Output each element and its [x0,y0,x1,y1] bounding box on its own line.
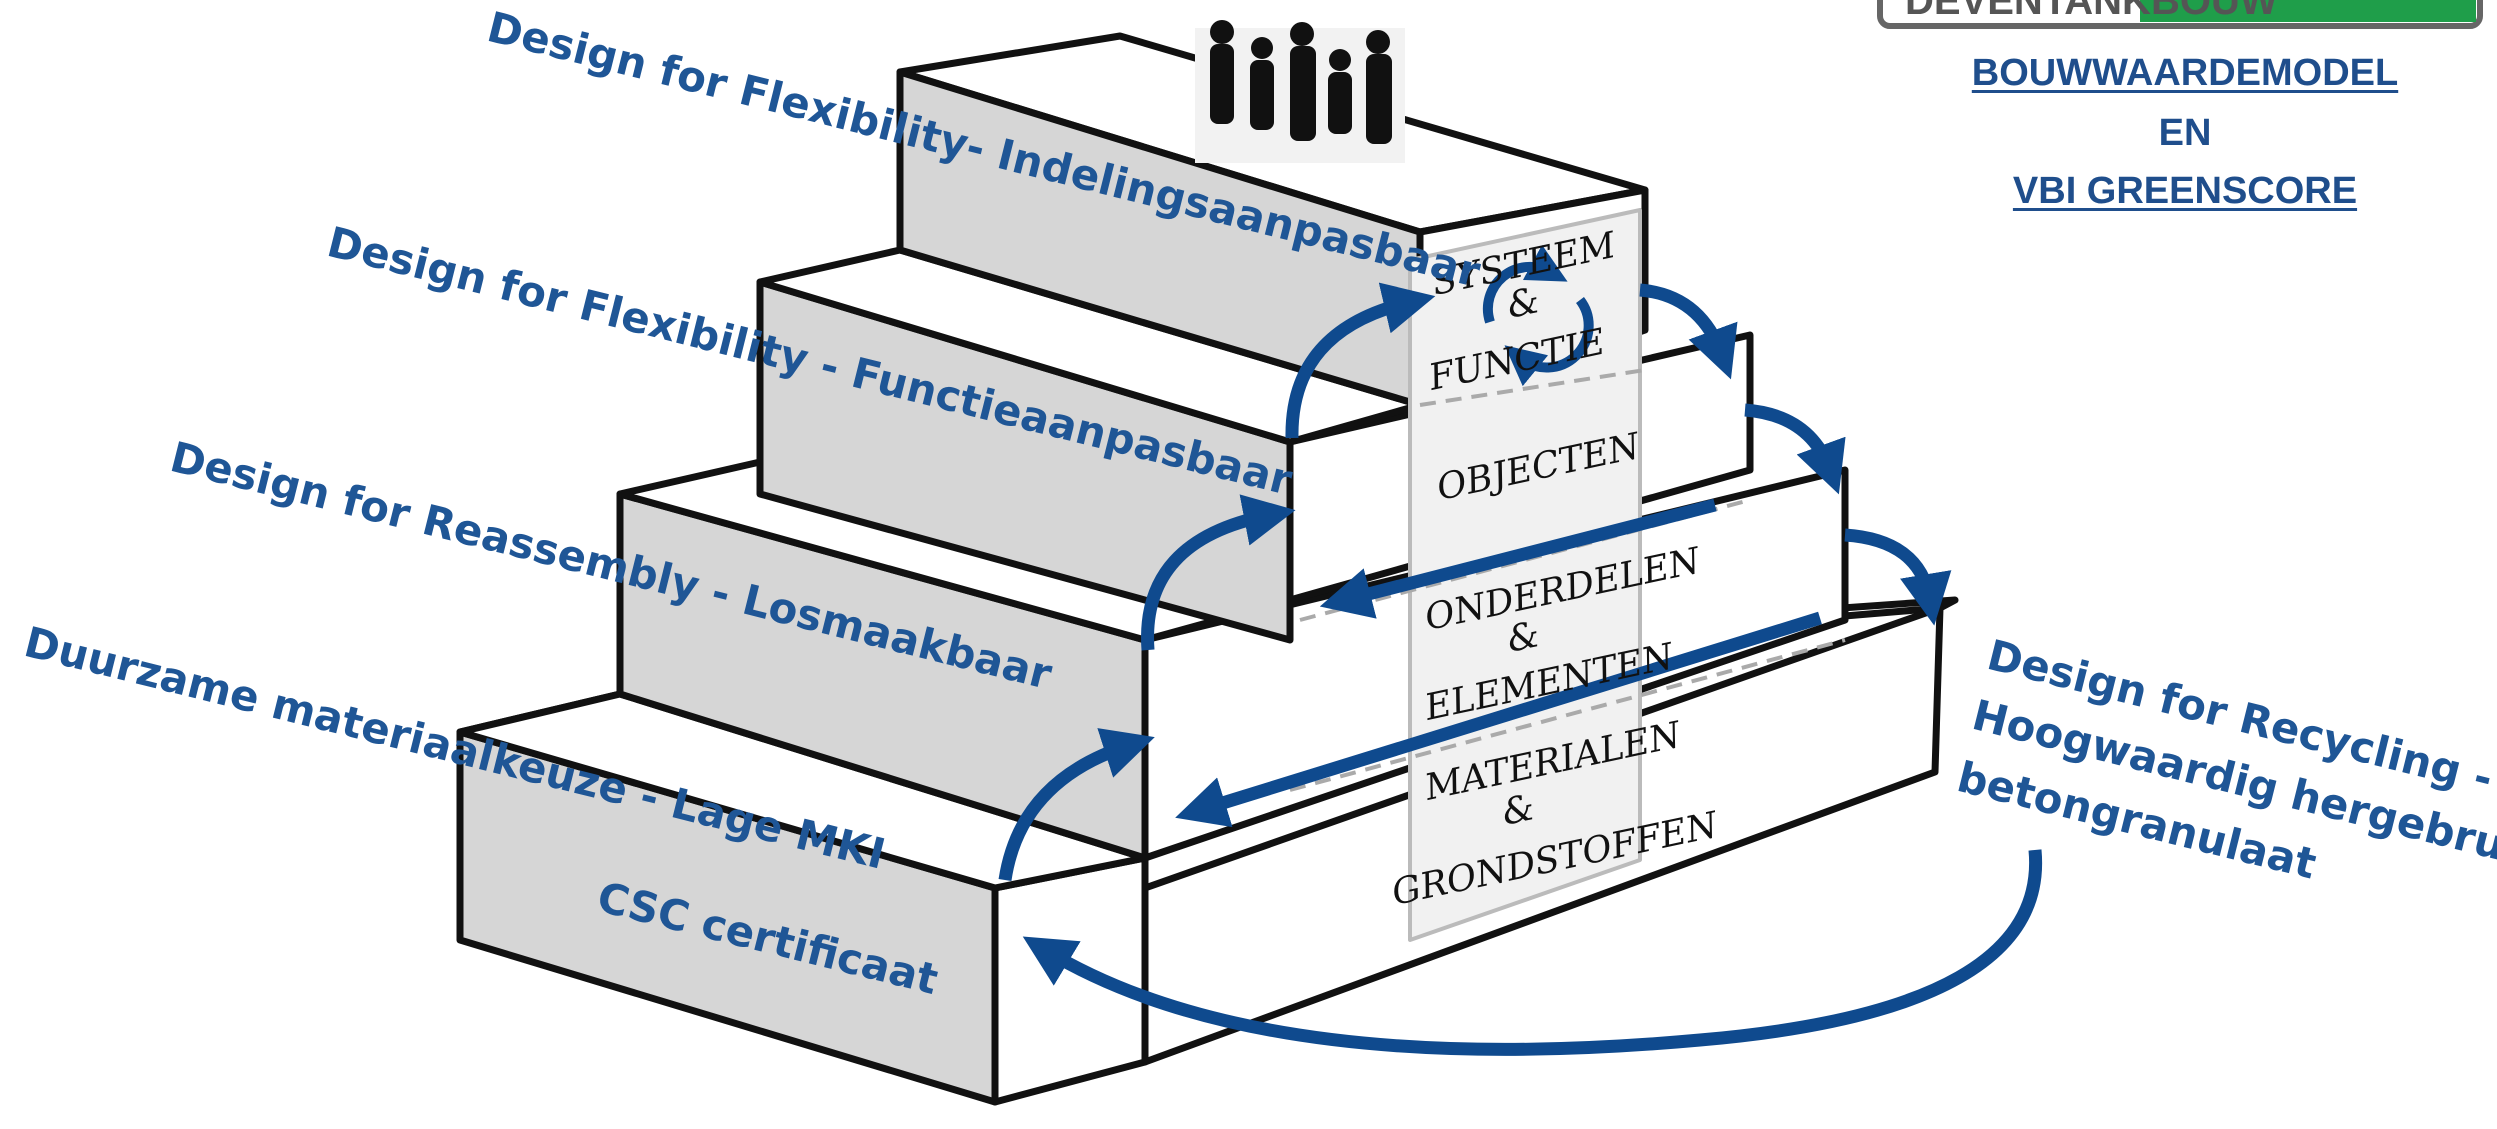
step-arrows [998,282,2043,1056]
header-line3: VBI GREENSCORE [2012,170,2358,212]
layer-strip [1408,208,1642,942]
tier4-side [991,854,1149,1106]
header-line2: EN [2158,112,2212,154]
recycling-label: Design for Recycling - Hoogwaardig herge… [1953,630,2497,888]
team-silhouette-icon [1195,20,1405,163]
logo-text: DEVENTANKBOUW [1905,0,2278,23]
header-line1: BOUWWAARDEMODEL [1971,52,2399,94]
staircase [456,32,1959,1106]
cycle-icon [1482,244,1594,387]
logo: DEVENTANKBOUW [1877,0,2483,29]
